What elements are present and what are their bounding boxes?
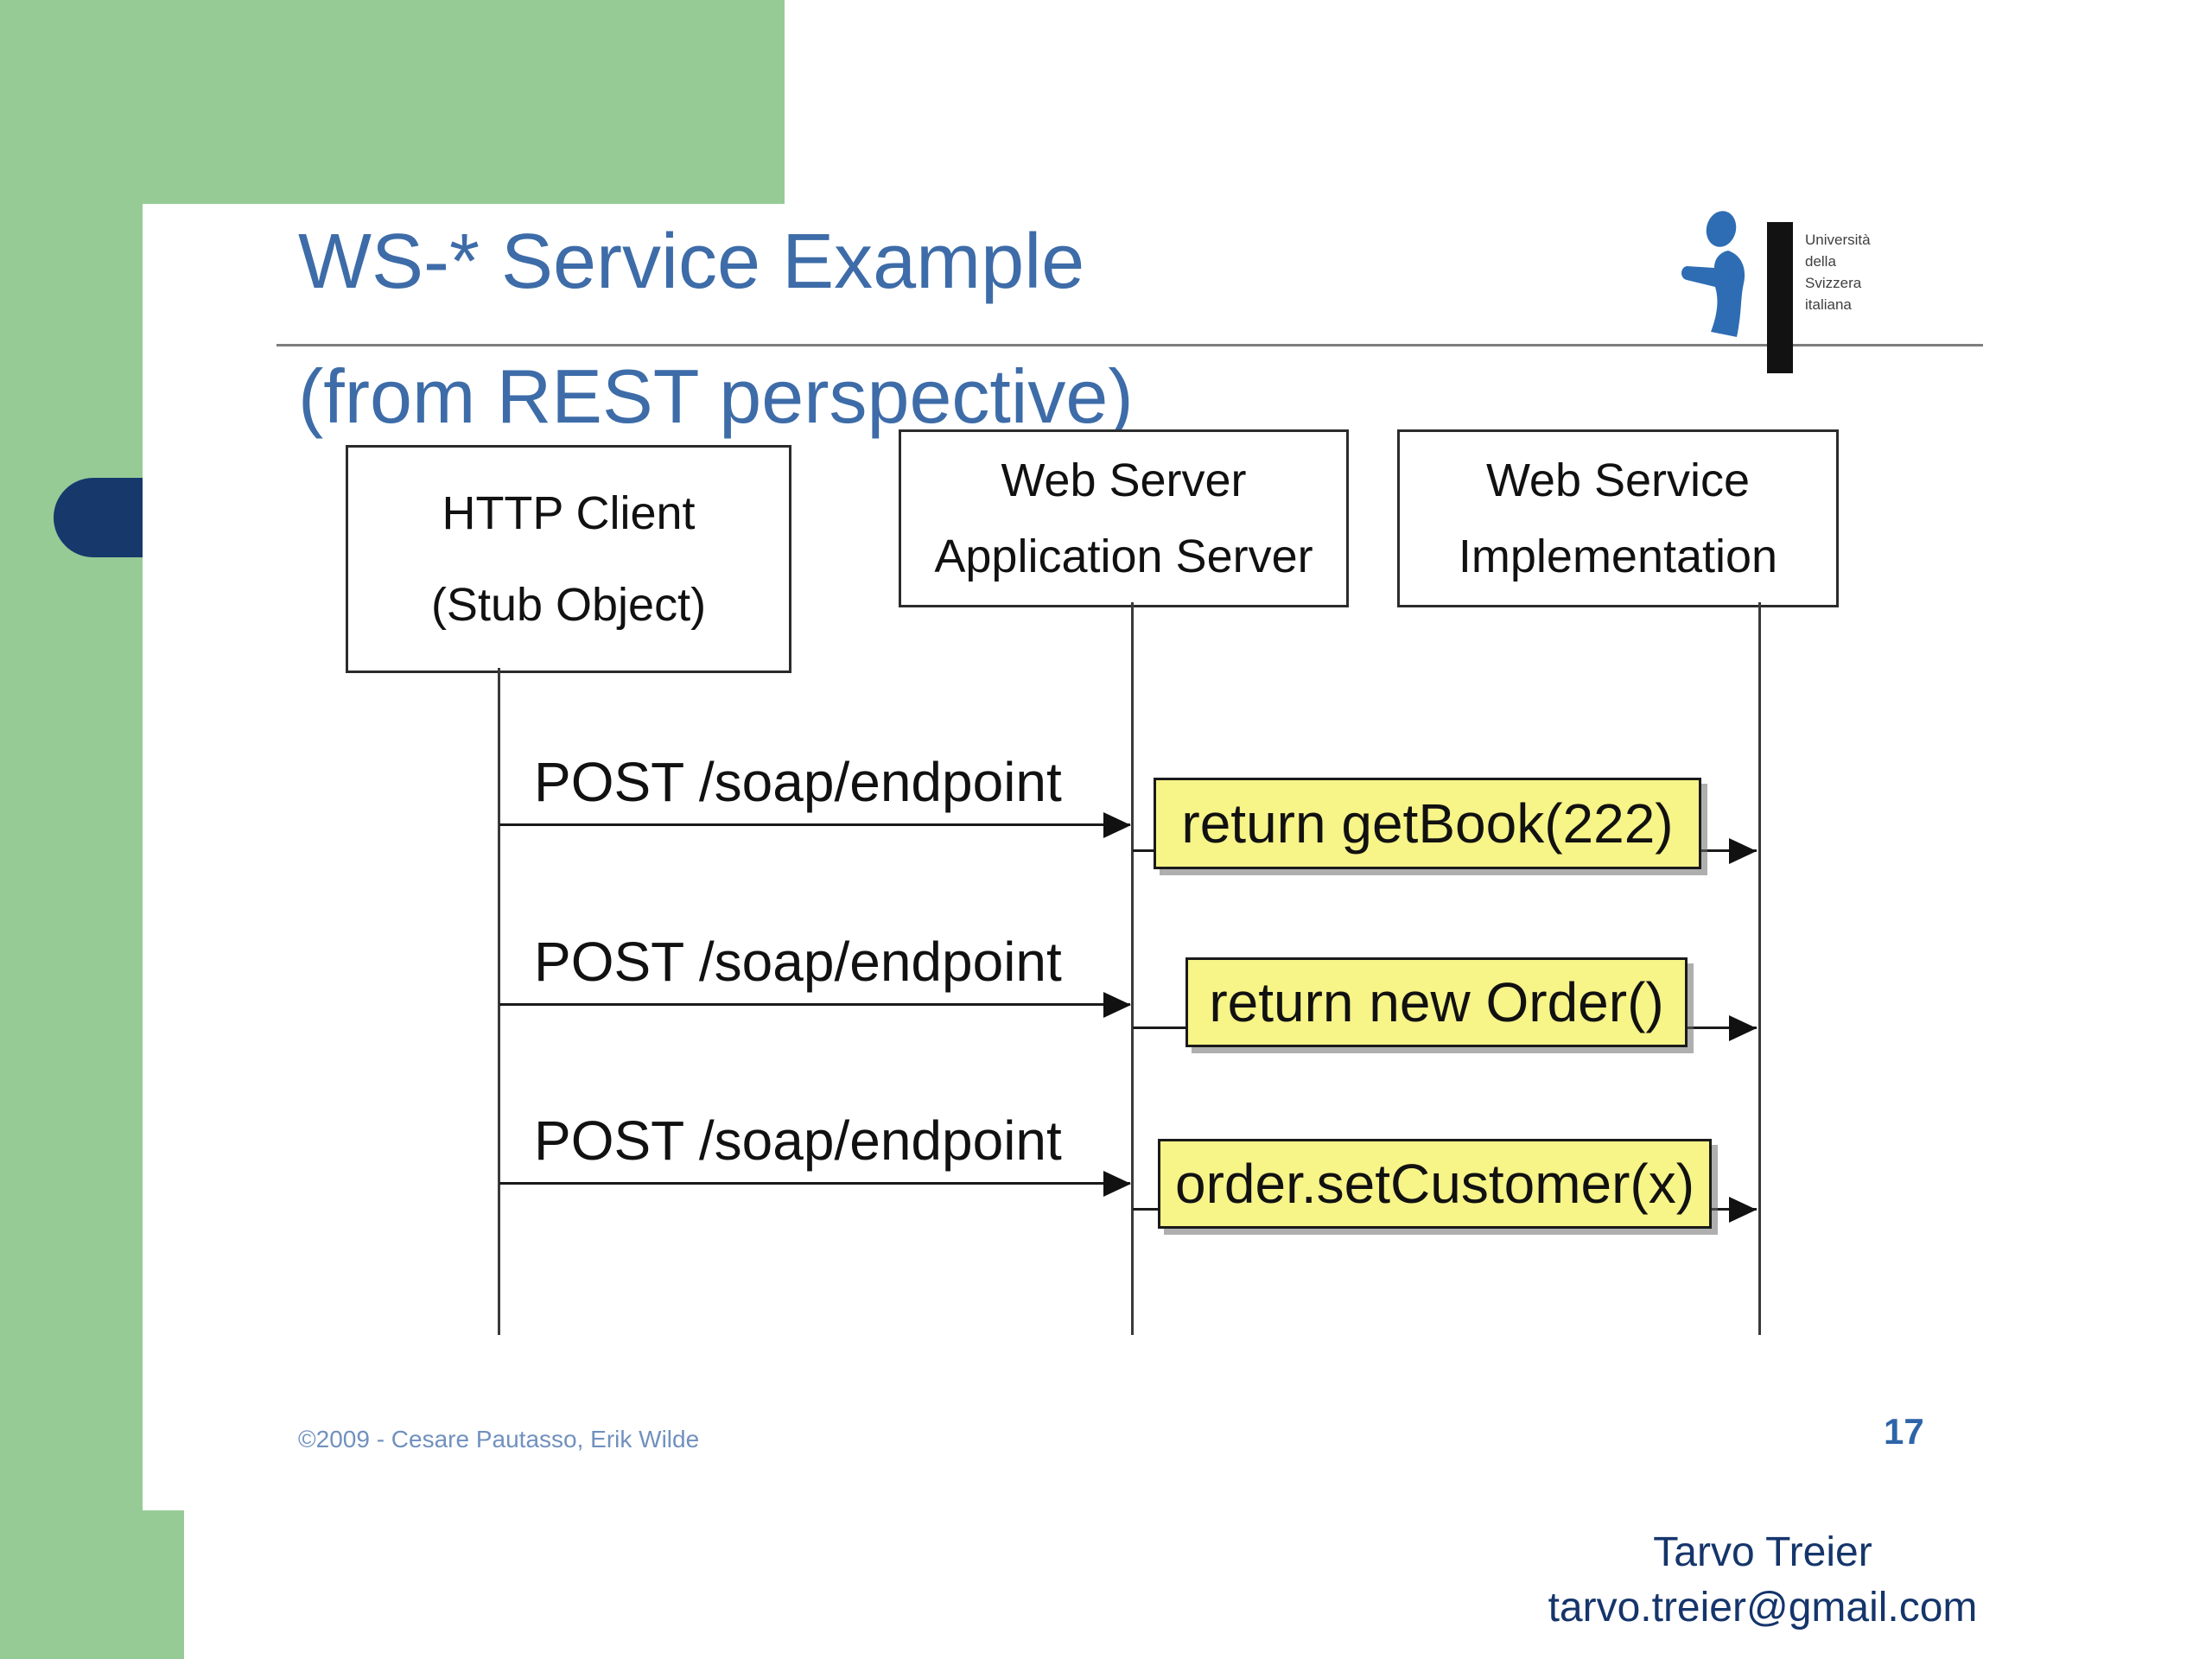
participant-label: Application Server bbox=[934, 530, 1313, 582]
accent-pill bbox=[54, 478, 143, 557]
arrowhead-icon bbox=[1103, 992, 1131, 1018]
message-label: POST /soap/endpoint bbox=[534, 931, 1062, 993]
lifeline-web-service bbox=[1758, 602, 1761, 1335]
usi-logo-text-line4: italiana bbox=[1805, 296, 1852, 313]
usi-logo-text-line3: Svizzera bbox=[1805, 275, 1862, 291]
participant-label: Web Service bbox=[1485, 454, 1751, 507]
note-box-return-new-order: return new Order() bbox=[1185, 957, 1688, 1047]
arrowhead-icon bbox=[1729, 1197, 1757, 1223]
lifeline-web-server bbox=[1131, 602, 1134, 1335]
participant-label: (Stub Object) bbox=[430, 579, 707, 632]
footer-credit: ©2009 - Cesare Pautasso, Erik Wilde bbox=[298, 1426, 700, 1452]
participant-box-web-service: Web Service Implementation bbox=[1397, 429, 1839, 607]
green-left-bar bbox=[0, 0, 143, 1510]
note-box-return-getbook: return getBook(222) bbox=[1154, 778, 1701, 869]
page-number: 17 bbox=[1884, 1411, 1924, 1452]
message-arrow bbox=[499, 1003, 1130, 1006]
arrowhead-icon bbox=[1729, 1015, 1757, 1041]
lifeline-http-client bbox=[498, 668, 500, 1335]
participant-box-web-server: Web Server Application Server bbox=[899, 429, 1349, 607]
arrowhead-icon bbox=[1729, 838, 1757, 864]
message-label: POST /soap/endpoint bbox=[534, 1109, 1062, 1172]
title-rule bbox=[276, 344, 1983, 346]
message-arrow bbox=[499, 823, 1130, 826]
usi-figure-icon bbox=[1681, 211, 1745, 337]
page-title: WS-* Service Example bbox=[298, 219, 1085, 305]
green-bottom-left-block bbox=[0, 1510, 184, 1659]
arrowhead-icon bbox=[1103, 812, 1131, 838]
message-label: POST /soap/endpoint bbox=[534, 751, 1062, 813]
participant-label: HTTP Client bbox=[442, 486, 696, 539]
arrowhead-icon bbox=[1103, 1171, 1131, 1197]
message-arrow bbox=[499, 1182, 1130, 1185]
contact-name: Tarvo Treier bbox=[1653, 1529, 1872, 1575]
usi-logo: Università della Svizzera italiana bbox=[1676, 203, 1979, 376]
usi-logo-text-line2: della bbox=[1805, 253, 1836, 270]
usi-logo-text-line1: Università bbox=[1805, 232, 1871, 248]
participant-box-http-client: HTTP Client (Stub Object) bbox=[346, 445, 791, 673]
note-box-set-customer: order.setCustomer(x) bbox=[1158, 1139, 1712, 1229]
usi-logo-bar bbox=[1767, 222, 1793, 373]
page-subtitle: (from REST perspective) bbox=[298, 353, 1134, 439]
contact-email: tarvo.treier@gmail.com bbox=[1548, 1585, 1978, 1630]
participant-label: Web Server bbox=[1001, 454, 1247, 507]
contact-block: Tarvo Treier tarvo.treier@gmail.com bbox=[1469, 1525, 2056, 1636]
participant-label: Implementation bbox=[1458, 530, 1778, 582]
usi-logo-text: Università della Svizzera italiana bbox=[1805, 229, 1871, 315]
